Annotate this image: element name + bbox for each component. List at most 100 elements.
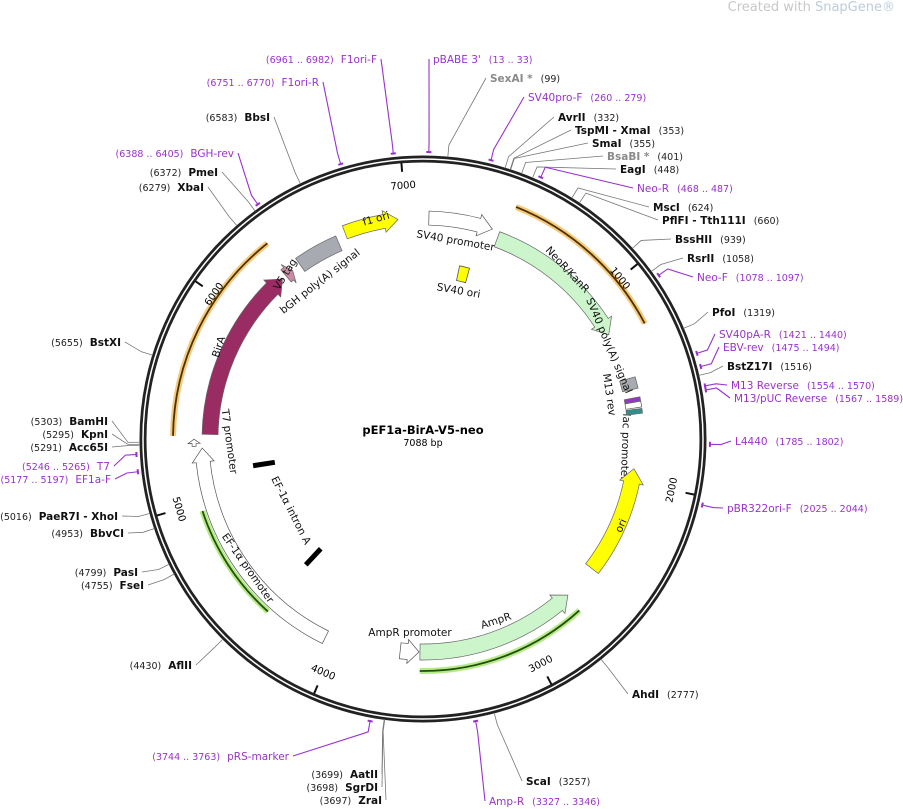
enzyme-bsshii[interactable]: BssHII(939) xyxy=(675,234,746,246)
label-name: pBR322ori-F xyxy=(727,503,792,515)
enzyme-acc65i[interactable]: (5291)Acc65I xyxy=(30,442,108,454)
enzyme-bstxi[interactable]: (5655)BstXI xyxy=(51,337,121,349)
primer-t7[interactable]: (5246 .. 5265)T7 xyxy=(22,461,110,473)
feature-bira[interactable] xyxy=(201,278,283,435)
feature-sv40-poly-a-signal[interactable] xyxy=(619,376,639,393)
enzyme-pfoi[interactable]: PfoI(1319) xyxy=(712,307,775,319)
primer-binding-mark xyxy=(255,202,261,207)
watermark-brand: SnapGene® xyxy=(814,0,895,15)
label-name: PflFI - Tth111I xyxy=(662,215,746,227)
feature-neor-kanr[interactable] xyxy=(493,231,613,336)
feature-ori[interactable] xyxy=(585,468,644,574)
label-name: SexAI * xyxy=(490,73,533,85)
primer-f1ori-r[interactable]: (6751 .. 6770)F1ori-R xyxy=(207,77,319,89)
feature-bgh-poly-a-signal[interactable] xyxy=(295,235,343,272)
primer-ebv-rev[interactable]: EBV-rev(1475 .. 1494) xyxy=(723,342,840,354)
primer-neo-f[interactable]: Neo-F(1078 .. 1097) xyxy=(697,272,804,284)
enzyme-msci[interactable]: MscI(624) xyxy=(653,202,713,214)
feature-lac-promoter[interactable] xyxy=(624,400,643,410)
primer-m13-reverse[interactable]: M13 Reverse(1554 .. 1570) xyxy=(731,380,875,392)
enzyme-ahdi[interactable]: AhdI(2777) xyxy=(632,689,699,701)
primer-ef1a-f[interactable]: (5177 .. 5197)EF1a-F xyxy=(1,474,111,486)
enzyme-rsrii[interactable]: RsrII(1058) xyxy=(687,253,754,265)
primer-highlight-line xyxy=(201,510,269,613)
primer-sv40pro-f[interactable]: SV40pro-F(260 .. 279) xyxy=(528,92,646,104)
label-position: (6961 .. 6982) xyxy=(266,55,334,66)
label-position: (1421 .. 1440) xyxy=(779,330,847,341)
enzyme-kpni[interactable]: (5295)KpnI xyxy=(42,429,108,441)
label-position: (1516) xyxy=(780,362,812,373)
label-name: AflII xyxy=(168,660,192,672)
label-position: (448) xyxy=(654,165,680,176)
label-connector xyxy=(127,528,155,534)
label-name: EagI xyxy=(620,164,646,176)
feature-t7-promoter[interactable] xyxy=(186,438,202,447)
label-name: Acc65I xyxy=(69,442,108,454)
primer-pbr322ori-f[interactable]: pBR322ori-F(2025 .. 2044) xyxy=(727,503,868,515)
tick-mark xyxy=(194,280,204,288)
enzyme-smai[interactable]: SmaI(355) xyxy=(592,138,655,150)
label-connector xyxy=(114,471,139,480)
enzyme-pflfi-tth111i[interactable]: PflFI - Tth111I(660) xyxy=(662,215,779,227)
watermark-text: Created with xyxy=(727,0,815,15)
primer-m13-puc-reverse[interactable]: M13/pUC Reverse(1567 .. 1589) xyxy=(734,393,903,405)
primer-binding-mark xyxy=(338,162,344,166)
label-connector xyxy=(147,573,175,586)
primer-sv40pa-r[interactable]: SV40pA-R(1421 .. 1440) xyxy=(719,329,847,341)
label-name: F1ori-R xyxy=(282,77,319,89)
feature-ampr[interactable] xyxy=(419,594,569,661)
label-position: (1567 .. 1589) xyxy=(835,394,903,405)
enzyme-aflii[interactable]: (4430)AflII xyxy=(130,660,192,672)
enzyme-avrii[interactable]: AvrII(332) xyxy=(558,112,619,124)
feature-f1-ori[interactable] xyxy=(341,209,399,240)
feature-sv40-ori[interactable] xyxy=(456,265,471,284)
primer-f1ori-f[interactable]: (6961 .. 6982)F1ori-F xyxy=(266,54,377,66)
enzyme-bstz17i[interactable]: BstZ17I(1516) xyxy=(727,361,812,373)
tick-mark xyxy=(685,491,695,496)
label-position: (4755) xyxy=(81,581,113,592)
primer-l4440[interactable]: L4440 (1785 .. 1802) xyxy=(735,436,843,448)
primer-amp-r[interactable]: Amp-R(3327 .. 3346) xyxy=(489,796,600,808)
enzyme-sexai-[interactable]: SexAI *(99) xyxy=(490,73,560,85)
label-connector xyxy=(509,129,572,170)
enzyme-fsei[interactable]: (4755)FseI xyxy=(81,580,144,592)
primer-bgh-rev[interactable]: (6388 .. 6405)BGH-rev xyxy=(116,148,234,160)
label-connector xyxy=(273,116,301,185)
enzyme-tspmi-xmai[interactable]: TspMI - XmaI(353) xyxy=(575,125,684,137)
enzyme-bbvci[interactable]: (4953)BbvCI xyxy=(51,528,124,540)
feature-ampr-promoter[interactable] xyxy=(398,638,420,665)
primer-binding-mark xyxy=(704,387,708,393)
enzyme-xbai[interactable]: (6279)XbaI xyxy=(139,182,204,194)
enzyme-zrai[interactable]: (3697)ZraI xyxy=(320,795,382,807)
enzyme-pmei[interactable]: (6372)PmeI xyxy=(150,167,218,179)
feature-v5-tag[interactable] xyxy=(280,264,297,284)
label-position: (4799) xyxy=(75,568,107,579)
enzyme-bbsi[interactable]: (6583)BbsI xyxy=(206,112,270,124)
primer-pbabe-3-[interactable]: pBABE 3'(13 .. 33) xyxy=(433,54,532,66)
primer-prs-marker[interactable]: (3744 .. 3763)pRS-marker xyxy=(152,751,289,763)
enzyme-bamhi[interactable]: (5303)BamHI xyxy=(31,416,108,428)
enzyme-sgrdi[interactable]: (3698)SgrDI xyxy=(307,782,378,794)
feature-sv40-promoter[interactable] xyxy=(428,210,493,237)
label-connector xyxy=(698,365,724,376)
enzyme-pasi[interactable]: (4799)PasI xyxy=(75,567,138,579)
feature-m13-rev[interactable] xyxy=(623,396,642,404)
tick-label: 7000 xyxy=(390,180,416,193)
label-name: L4440 xyxy=(735,436,768,448)
label-position: (3327 .. 3346) xyxy=(532,797,600,808)
enzyme-aatii[interactable]: (3699)AatII xyxy=(311,769,378,781)
enzyme-eagi[interactable]: EagI (448) xyxy=(620,164,679,176)
label-position: (4953) xyxy=(51,529,83,540)
annotations: SexAI *(99) AvrII(332)TspMI - XmaI(353)Sm… xyxy=(0,54,903,808)
feature-ef-1-promoter[interactable] xyxy=(191,447,329,645)
label-position: (1785 .. 1802) xyxy=(776,437,844,448)
tick-mark xyxy=(630,263,639,271)
enzyme-scai[interactable]: ScaI(3257) xyxy=(526,776,590,788)
tick-label: 3000 xyxy=(527,654,555,676)
label-name: BGH-rev xyxy=(190,148,234,160)
enzyme-bsabi-[interactable]: BsaBI *(401) xyxy=(607,151,683,163)
enzyme-paer7i-xhoi[interactable]: (5016)PaeR7I - XhoI xyxy=(0,511,118,523)
primer-neo-r[interactable]: Neo-R(468 .. 487) xyxy=(637,183,733,195)
feature-unnamed[interactable] xyxy=(625,407,643,416)
